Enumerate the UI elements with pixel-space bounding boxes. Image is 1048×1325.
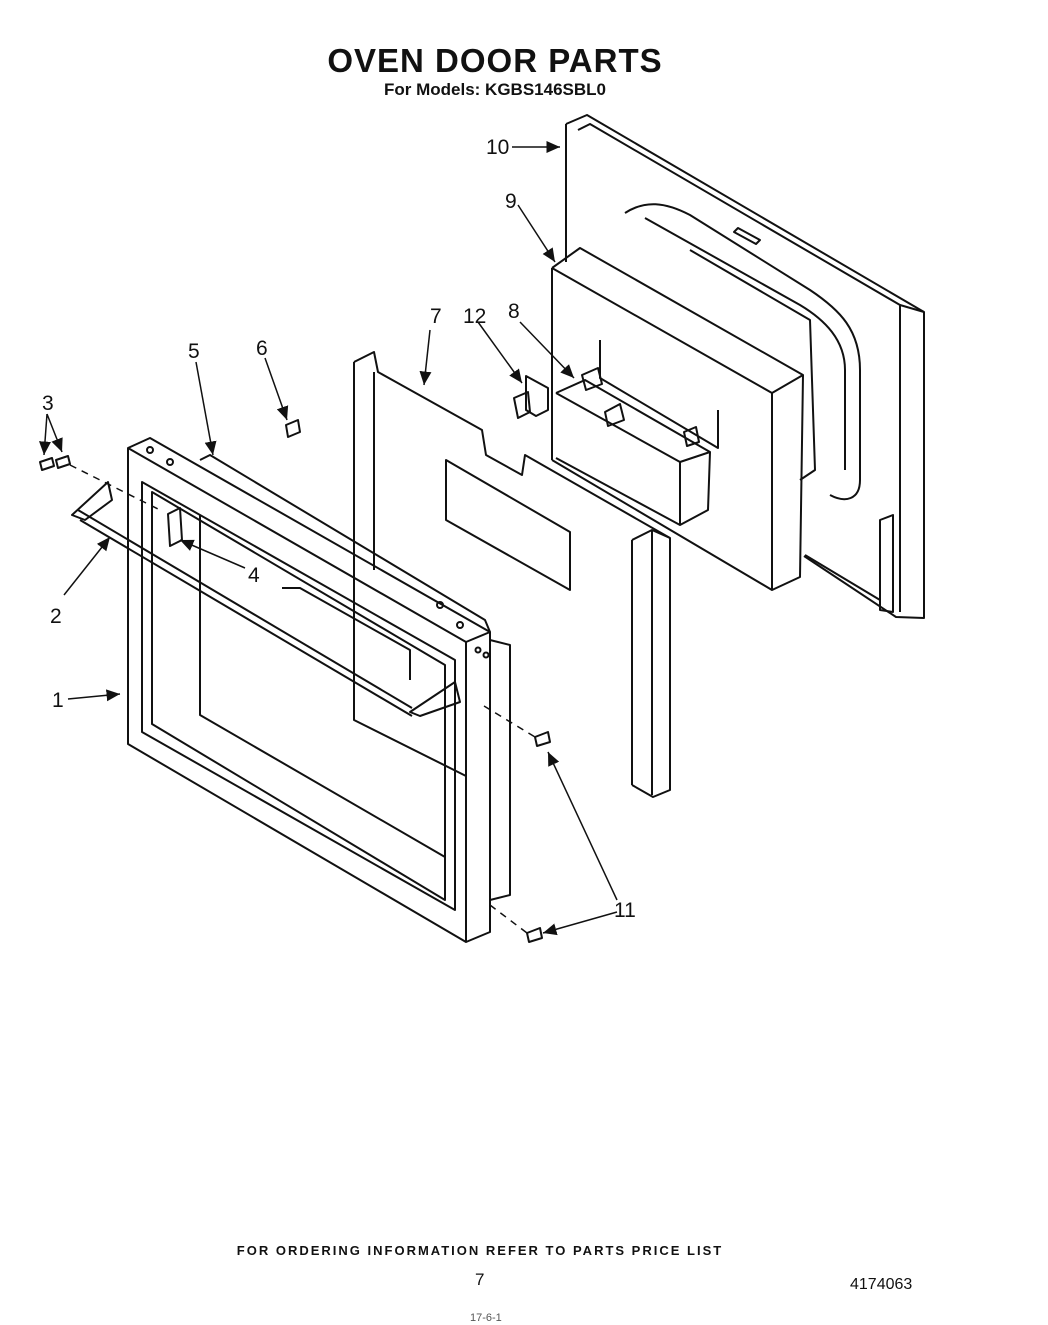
part-7-inner-liner bbox=[353, 351, 671, 798]
model-subtitle: For Models: KGBS146SBL0 bbox=[384, 80, 606, 99]
callout-9: 9 bbox=[505, 190, 517, 213]
callout-3: 3 bbox=[42, 392, 54, 415]
callout-2: 2 bbox=[50, 605, 62, 628]
assembly-lines bbox=[69, 464, 536, 934]
callout-11: 11 bbox=[614, 899, 636, 922]
part-1-door-frame bbox=[127, 437, 511, 943]
document-number: 4174063 bbox=[850, 1276, 913, 1293]
screws bbox=[39, 419, 551, 943]
callout-6: 6 bbox=[256, 337, 268, 360]
leader-lines bbox=[39, 141, 618, 936]
stray-mark: 17-6-1 bbox=[470, 1312, 502, 1324]
callout-8: 8 bbox=[508, 300, 520, 323]
part-10-outer-panel bbox=[565, 114, 925, 619]
callout-4: 4 bbox=[248, 564, 260, 587]
page-number: 7 bbox=[475, 1270, 485, 1289]
part-12-clip bbox=[513, 375, 549, 419]
part-9-insulation bbox=[551, 247, 804, 591]
callout-5: 5 bbox=[188, 340, 200, 363]
page-title: OVEN DOOR PARTS bbox=[327, 42, 663, 79]
callout-12: 12 bbox=[463, 305, 486, 328]
part-8-bracket bbox=[555, 367, 711, 526]
callout-1: 1 bbox=[52, 689, 64, 712]
callout-7: 7 bbox=[430, 305, 442, 328]
callout-10: 10 bbox=[486, 136, 509, 159]
part-2-handle bbox=[71, 481, 461, 717]
ordering-note: FOR ORDERING INFORMATION REFER TO PARTS … bbox=[236, 1243, 724, 1258]
